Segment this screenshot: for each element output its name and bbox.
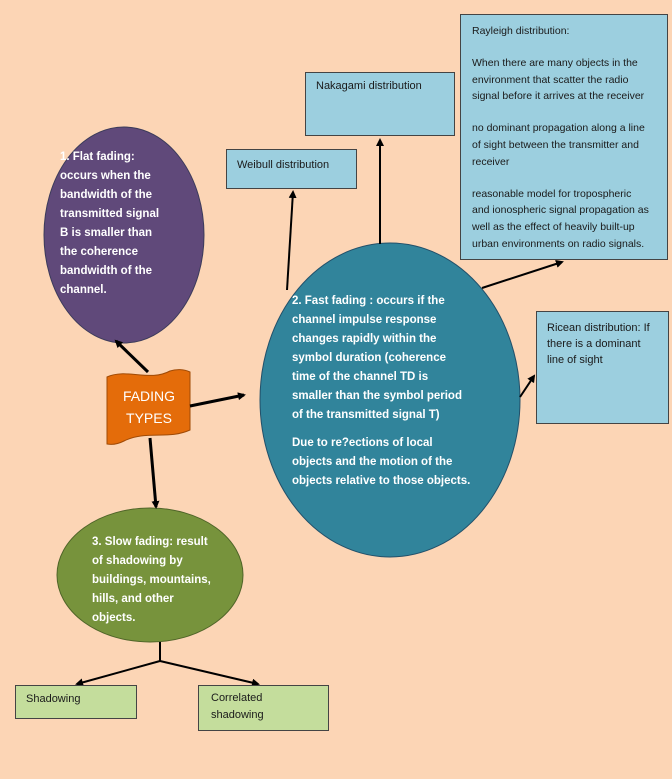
arrow-to-flat [114, 339, 150, 374]
arrow-to-slow [148, 437, 160, 509]
slow-fading-text: 3. Slow fading: result of shadowing by b… [92, 533, 232, 628]
rayleigh-line: reasonable model for tropospheric [472, 187, 632, 200]
fast-fading-line: of the transmitted signal T) [292, 409, 440, 421]
slow-fading-title: 3. Slow fading: [92, 536, 174, 548]
fast-fading-text: 2. Fast fading : occurs if the channel i… [292, 292, 492, 491]
rayleigh-line: urban environments on radio signals. [472, 237, 645, 250]
rayleigh-title: Rayleigh distribution: [472, 25, 570, 37]
slow-fading-line: result [173, 536, 208, 548]
arrow-to-rayleigh [481, 260, 564, 289]
rayleigh-box: Rayleigh distribution: When there are ma… [460, 14, 668, 260]
slow-fading-ellipse [56, 507, 244, 643]
rayleigh-line: no dominant propagation along a line [472, 122, 645, 135]
flat-fading-line: bandwidth of the [60, 189, 152, 201]
flat-fading-line: B is smaller than [60, 227, 153, 239]
correlated-shadowing-box: Correlated shadowing [198, 685, 329, 731]
weibull-label: Weibull distribution [237, 159, 330, 171]
fast-fading-line: symbol duration (coherence [292, 352, 447, 364]
flat-fading-line: channel. [60, 284, 107, 296]
fading-types-line2: TYPES [126, 410, 172, 426]
rayleigh-line: environment that scatter the radio [472, 73, 629, 86]
flat-fading-title: 1. Flat fading: [60, 151, 135, 163]
rayleigh-line: When there are many objects in the [472, 56, 638, 69]
arrow-to-fast [189, 392, 246, 408]
fast-fading-line: changes rapidly within the [292, 333, 437, 345]
ricean-box: Ricean distribution: If there is a domin… [536, 311, 669, 424]
flat-fading-line: bandwidth of the [60, 265, 152, 277]
correlated-line: Correlated [211, 692, 263, 704]
rayleigh-line: receiver [472, 155, 510, 168]
slow-fading-line: of shadowing by [92, 555, 183, 567]
arrow-to-correlated [159, 660, 260, 687]
shadowing-box: Shadowing [15, 685, 137, 719]
fast-fading-line: channel impulse response [292, 314, 437, 326]
rayleigh-line: and ionospheric signal propagation as [472, 204, 649, 217]
arrow-to-weibull [286, 190, 297, 291]
flat-fading-ellipse [43, 126, 205, 344]
rayleigh-line: well as the effect of heavily built-up [472, 221, 635, 234]
fast-fading-ellipse [259, 242, 521, 558]
fading-types-shape [106, 369, 191, 445]
fading-types-label: FADING TYPES [108, 385, 190, 429]
rayleigh-line: signal before it arrives at the receiver [472, 90, 645, 103]
slow-fading-line: hills, and other [92, 593, 174, 605]
arrow-to-ricean [519, 374, 536, 398]
nakagami-box: Nakagami distribution [305, 72, 455, 136]
fast-fading-line: Due to re?ections of local [292, 437, 433, 449]
ricean-line: Ricean distribution: If [547, 322, 650, 334]
ricean-line: line of sight [547, 354, 603, 366]
flat-fading-line: occurs when the [60, 170, 151, 182]
flat-fading-line: transmitted signal [60, 208, 160, 220]
flat-fading-text: 1. Flat fading: occurs when the bandwidt… [60, 148, 190, 300]
fast-fading-line: 2. Fast fading : occurs if the [292, 295, 445, 307]
slow-fading-line: buildings, mountains, [92, 574, 211, 586]
nakagami-label: Nakagami distribution [316, 80, 422, 92]
fading-types-line1: FADING [122, 388, 176, 404]
flat-fading-line: the coherence [60, 246, 138, 258]
fast-fading-line: smaller than the symbol period [292, 390, 462, 402]
ricean-line: there is a dominant [547, 338, 641, 350]
fast-fading-line: objects and the motion of the [292, 456, 453, 468]
rayleigh-line: of sight between the transmitter and [472, 138, 639, 151]
slow-fading-line: objects. [92, 612, 136, 624]
fast-fading-line: time of the channel TD is [292, 371, 429, 383]
fast-fading-line: objects relative to those objects. [292, 475, 471, 487]
arrow-to-shadowing [75, 660, 161, 687]
correlated-line: shadowing [211, 709, 264, 721]
shadowing-label: Shadowing [26, 693, 81, 705]
weibull-box: Weibull distribution [226, 149, 357, 189]
